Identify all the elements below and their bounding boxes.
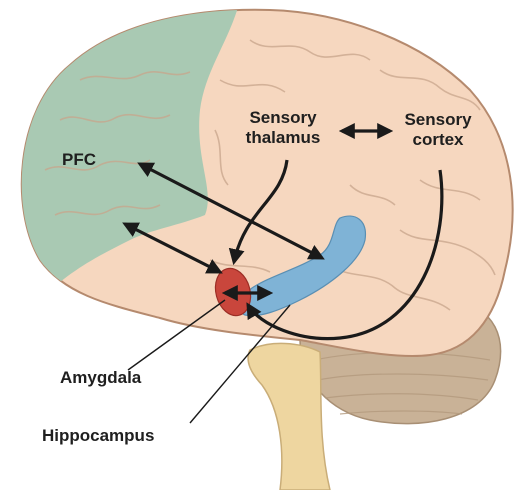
label-pfc: PFC: [62, 150, 96, 170]
label-sensory-cortex-line1: Sensory: [388, 110, 488, 130]
label-sensory-thalamus: Sensory thalamus: [228, 108, 338, 148]
label-sensory-cortex: Sensory cortex: [388, 110, 488, 150]
label-amygdala: Amygdala: [60, 368, 141, 388]
label-hippocampus: Hippocampus: [42, 426, 154, 446]
label-sensory-cortex-line2: cortex: [388, 130, 488, 150]
brainstem: [248, 343, 330, 490]
label-sensory-thalamus-line1: Sensory: [228, 108, 338, 128]
label-sensory-thalamus-line2: thalamus: [228, 128, 338, 148]
